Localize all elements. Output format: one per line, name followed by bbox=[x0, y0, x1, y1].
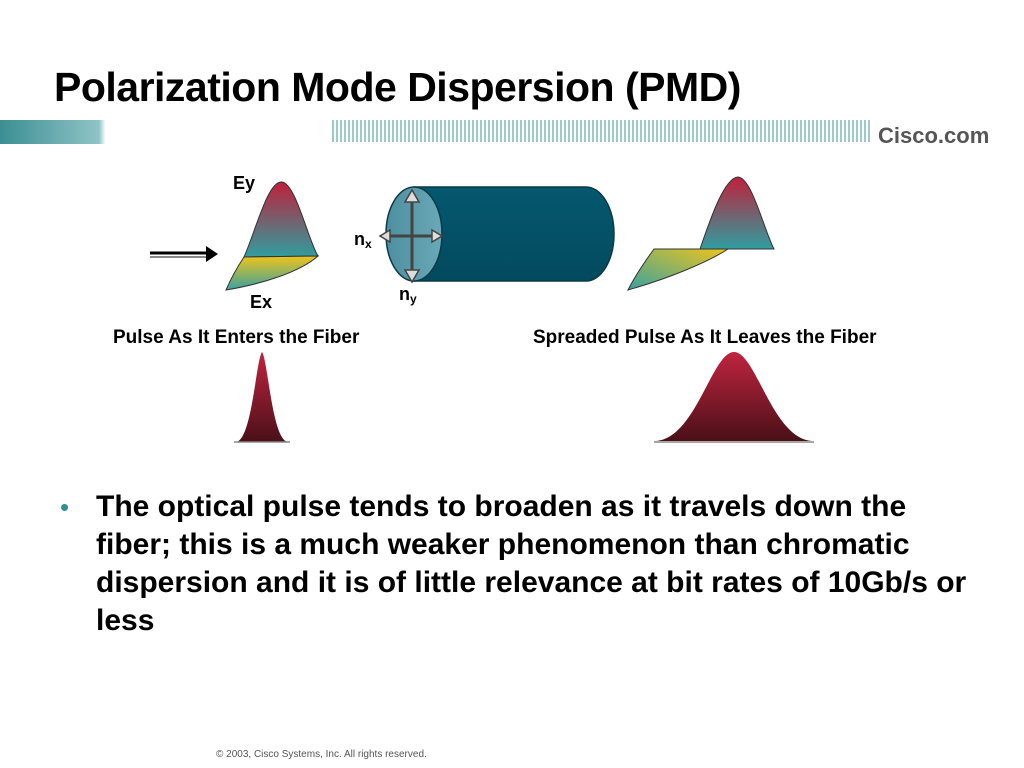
caption-input-pulse: Pulse As It Enters the Fiber bbox=[113, 327, 360, 348]
polarization-axes bbox=[378, 188, 444, 284]
label-ny: ny bbox=[399, 284, 417, 306]
broad-pulse bbox=[656, 352, 812, 441]
bullet-item: The optical pulse tends to broaden as it… bbox=[96, 490, 967, 637]
copyright-footer: © 2003, Cisco Systems, Inc. All rights r… bbox=[216, 749, 427, 760]
fiber-cylinder bbox=[385, 186, 615, 282]
output-ey-pulse bbox=[699, 176, 775, 250]
input-arrow bbox=[150, 246, 218, 262]
pmd-diagram: Ey Ex nx ny bbox=[150, 173, 814, 443]
label-ey: Ey bbox=[233, 173, 255, 193]
label-nx: nx bbox=[354, 229, 372, 251]
input-ey-pulse bbox=[243, 181, 319, 258]
narrow-pulse bbox=[236, 352, 288, 442]
header-banner bbox=[0, 120, 870, 144]
cisco-logo: Cisco.com bbox=[878, 123, 990, 148]
label-ex: Ex bbox=[250, 292, 272, 312]
output-ex-pulse bbox=[627, 248, 730, 291]
input-ex-pulse bbox=[225, 255, 320, 291]
bullet-marker: • bbox=[60, 492, 70, 522]
caption-output-pulse: Spreaded Pulse As It Leaves the Fiber bbox=[533, 327, 877, 348]
page-title: Polarization Mode Dispersion (PMD) bbox=[54, 64, 741, 110]
